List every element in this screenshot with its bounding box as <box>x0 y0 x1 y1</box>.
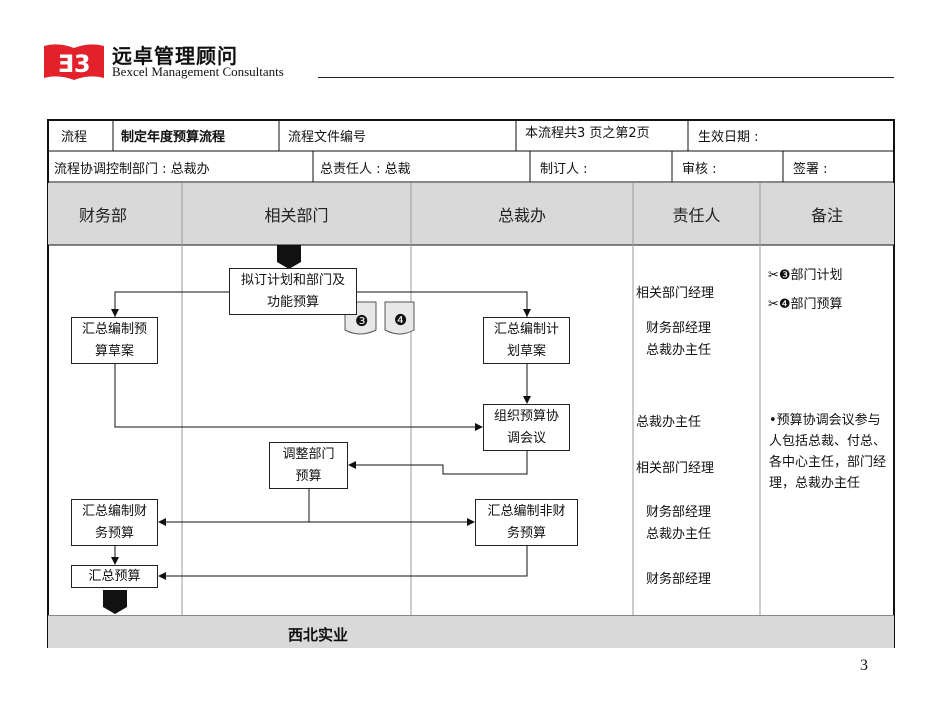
column-header-bg <box>48 183 894 245</box>
step-total-budget: 汇总预算 <box>71 565 158 588</box>
document-4-icon: ❹ <box>394 311 408 329</box>
remark-meeting-note: •预算协调会议参与人包括总裁、付总、各中心主任，部门经理，总裁办主任 <box>769 413 887 491</box>
reviewer: 审核 : <box>682 161 717 177</box>
step-coordination-meeting: 组织预算协调会议 <box>483 404 570 451</box>
step-plan-draft: 汇总编制计划草案 <box>483 317 570 364</box>
responsible-7: 总裁办主任 <box>646 527 712 542</box>
column-president-office: 总裁办 <box>497 206 546 225</box>
column-finance: 财务部 <box>78 206 127 225</box>
start-marker <box>277 245 301 269</box>
file-number-label: 流程文件编号 <box>288 130 367 145</box>
responsible-3: 总裁办主任 <box>646 343 712 358</box>
column-related-dept: 相关部门 <box>264 206 329 225</box>
logo-chinese: 远卓管理顾问 <box>112 44 238 68</box>
footer-bg <box>48 615 894 648</box>
step-nonfinance-budget: 汇总编制非财务预算 <box>475 499 578 546</box>
flow-label: 流程 <box>61 130 88 145</box>
owner: 总责任人 : 总裁 <box>320 161 411 177</box>
control-department: 流程协调控制部门 : 总裁办 <box>54 161 210 177</box>
column-remarks: 备注 <box>810 206 843 225</box>
step-finance-draft: 汇总编制预算草案 <box>71 317 158 364</box>
responsible-2: 财务部经理 <box>646 321 712 336</box>
remark-dept-budget: ✂❹部门预算 <box>768 297 843 312</box>
header-rule <box>318 77 894 78</box>
effective-date: 生效日期 : <box>698 130 759 145</box>
footer-company: 西北实业 <box>288 626 349 644</box>
responsible-5: 相关部门经理 <box>636 461 715 476</box>
page-count: 本流程共3 页之第2页 <box>525 126 650 141</box>
column-responsible: 责任人 <box>672 206 721 225</box>
page-number: 3 <box>860 657 868 674</box>
drafter: 制订人 : <box>540 161 588 177</box>
step-finance-budget: 汇总编制财务预算 <box>71 499 158 546</box>
bexcel-logo-icon: Ǝ3 <box>44 44 104 80</box>
step-draft-plan: 拟订计划和部门及功能预算 <box>229 268 357 315</box>
signer: 签署 : <box>793 161 828 177</box>
document-3-icon: ❸ <box>355 312 369 330</box>
logo-english: Bexcel Management Consultants <box>112 64 284 79</box>
responsible-6: 财务部经理 <box>646 505 712 520</box>
flow-name: 制定年度预算流程 <box>121 130 226 145</box>
remark-dept-plan: ✂❸部门计划 <box>768 268 843 283</box>
responsible-4: 总裁办主任 <box>636 415 702 430</box>
responsible-8: 财务部经理 <box>646 572 712 587</box>
responsible-1: 相关部门经理 <box>636 286 715 301</box>
step-adjust-budget: 调整部门预算 <box>269 442 348 489</box>
end-marker <box>103 590 127 614</box>
svg-text:Ǝ3: Ǝ3 <box>57 50 90 78</box>
